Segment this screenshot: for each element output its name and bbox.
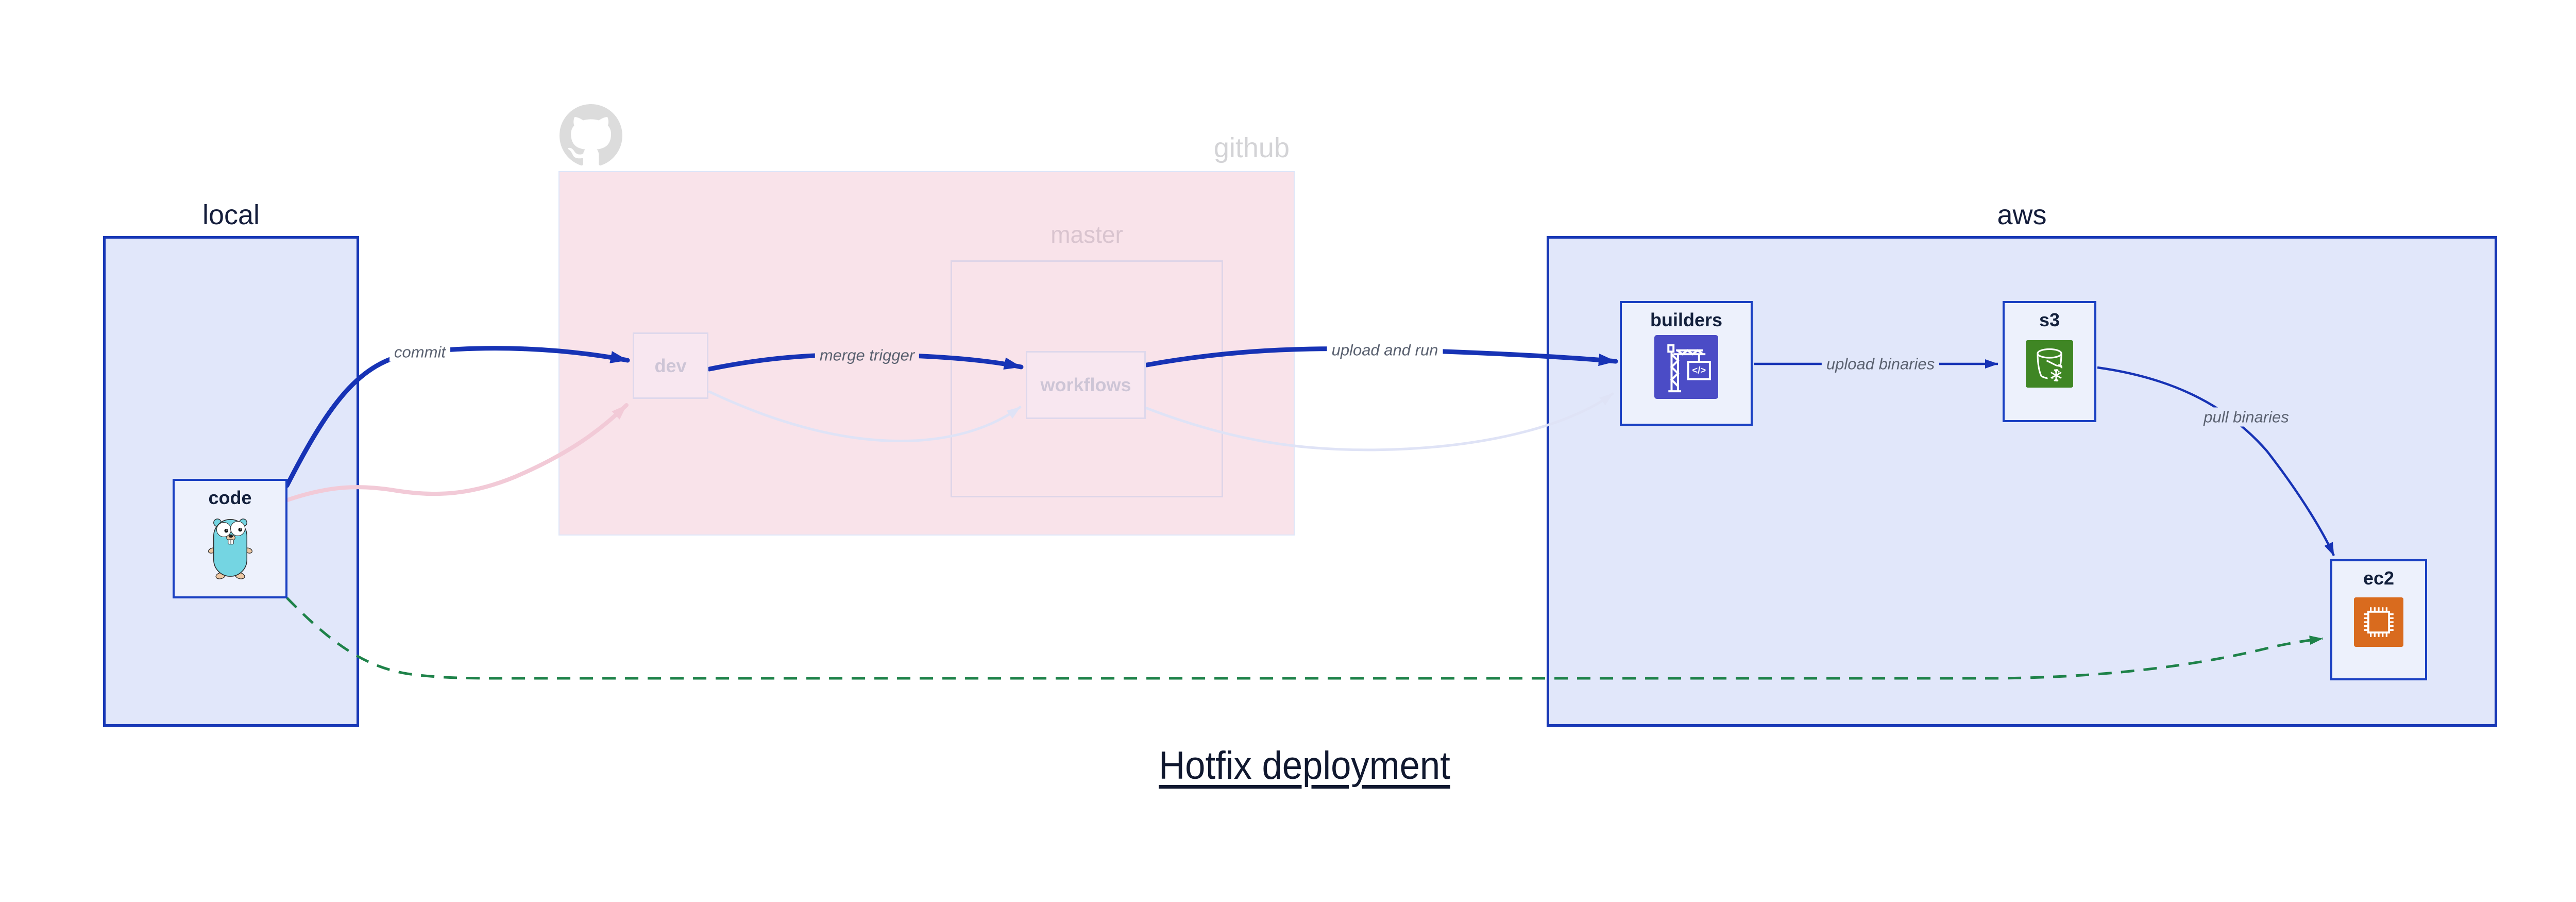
aws-container-label: aws xyxy=(1997,199,2047,230)
svg-text:</>: </> xyxy=(1692,364,1706,375)
edge-label-merge-trigger: merge trigger xyxy=(815,345,920,365)
node-workflows: workflows xyxy=(1026,351,1146,419)
node-dev: dev xyxy=(633,332,708,399)
node-builders: builders </> xyxy=(1620,301,1753,426)
node-code: code xyxy=(173,479,287,598)
go-gopher-icon xyxy=(208,519,252,579)
edge-label-pull-binaries: pull binaries xyxy=(2199,407,2294,427)
edge-label-upload-and-run: upload and run xyxy=(1327,340,1443,360)
node-code-label: code xyxy=(208,487,252,508)
node-s3: s3 xyxy=(2003,301,2096,422)
node-dev-label: dev xyxy=(654,355,687,376)
codebuild-crane-icon: </> xyxy=(1654,335,1718,399)
node-s3-label: s3 xyxy=(2039,309,2060,330)
node-builders-label: builders xyxy=(1650,309,1723,330)
master-subcontainer xyxy=(951,260,1223,497)
github-container-label: github xyxy=(1213,132,1290,163)
node-workflows-label: workflows xyxy=(1040,374,1131,395)
diagram-title: Hotfix deployment xyxy=(1159,744,1450,788)
s3-glacier-bucket-icon xyxy=(2026,340,2073,388)
edge-label-upload-binaries: upload binaries xyxy=(1821,354,1940,374)
ec2-chip-icon xyxy=(2354,597,2403,647)
local-container-label: local xyxy=(202,199,260,230)
github-octocat-icon xyxy=(560,104,622,165)
node-ec2-label: ec2 xyxy=(2363,567,2395,589)
master-subcontainer-label: master xyxy=(1050,221,1123,248)
edge-label-commit: commit xyxy=(389,342,450,362)
node-ec2: ec2 xyxy=(2330,559,2427,680)
